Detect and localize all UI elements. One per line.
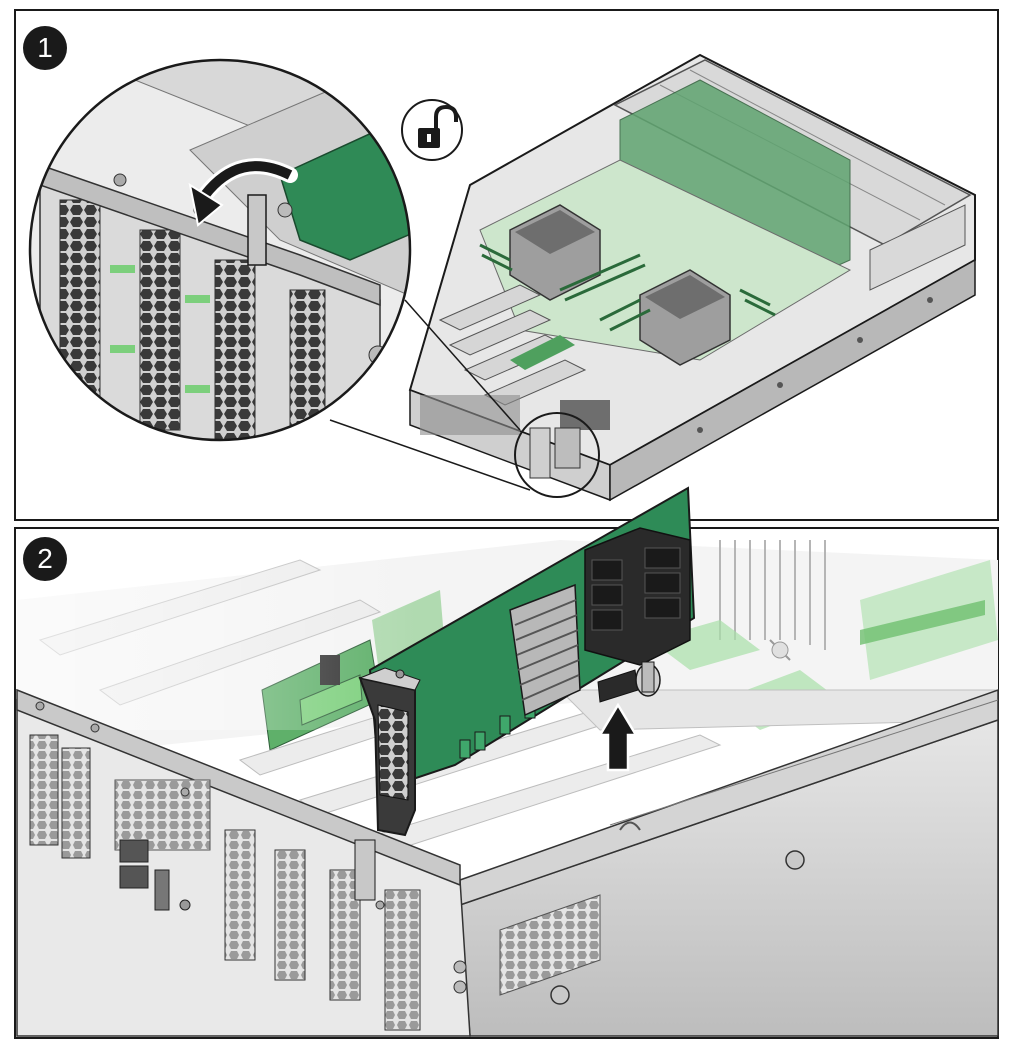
panel-2: [14, 486, 999, 1039]
rear-io-panel: [16, 688, 471, 1037]
rotate-arrow-icon: [188, 158, 298, 227]
pcie-card: [358, 486, 696, 837]
server-chassis: [408, 53, 976, 502]
callout-circle: [514, 412, 600, 498]
slot-latch: [247, 194, 267, 266]
leader-line-top: [404, 299, 521, 431]
latch-location-detail: [529, 427, 581, 479]
card-bracket: [358, 667, 421, 837]
zoom-detail: [28, 58, 412, 442]
up-arrow-icon: [597, 702, 639, 772]
pcie-slot: [597, 661, 661, 703]
card-heatsink: [509, 583, 581, 717]
panel-1: [14, 9, 999, 521]
leader-line-bottom: [329, 419, 531, 491]
step-1-badge: 1: [23, 26, 67, 70]
step-2-badge: 2: [23, 537, 67, 581]
unlock-icon: [401, 99, 463, 161]
card-connectors: [584, 527, 691, 666]
